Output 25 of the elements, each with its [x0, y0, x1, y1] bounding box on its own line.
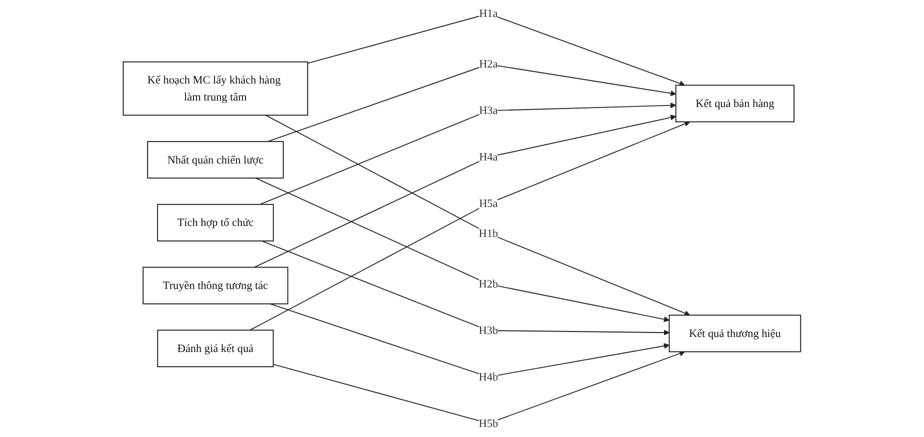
node-box: Đánh giá kết quả — [157, 330, 274, 368]
arrow — [272, 350, 686, 424]
edge-label: H2a — [479, 58, 498, 70]
edge-label: H3b — [478, 324, 498, 337]
arrow — [254, 114, 676, 268]
arrow — [260, 102, 676, 205]
edge-label: H2b — [478, 278, 498, 290]
arrow — [255, 178, 670, 322]
arrow — [307, 13, 686, 86]
edge-label: H5b — [478, 416, 498, 430]
arrow — [267, 64, 676, 142]
node-box: Kế hoạch MC lấy khách hàng làm trung tâm — [122, 61, 308, 116]
edge-label: H1a — [479, 7, 498, 20]
arrow — [270, 303, 670, 378]
edge-label: H4b — [478, 370, 498, 383]
edge-label: H5a — [479, 197, 498, 210]
edge-label: H4a — [479, 150, 498, 164]
edge-label: H3a — [479, 104, 498, 117]
node-box: Truyền thông tương tác — [142, 266, 288, 304]
node-box: Nhất quán chiến lược — [147, 141, 284, 179]
arrow — [261, 240, 670, 336]
node-box: Tích hợp tổ chức — [157, 204, 274, 242]
node-box: Kết quả bán hàng — [675, 84, 795, 122]
edge-label: H1b — [478, 227, 498, 240]
node-box: Kết quả thương hiệu — [668, 314, 802, 352]
